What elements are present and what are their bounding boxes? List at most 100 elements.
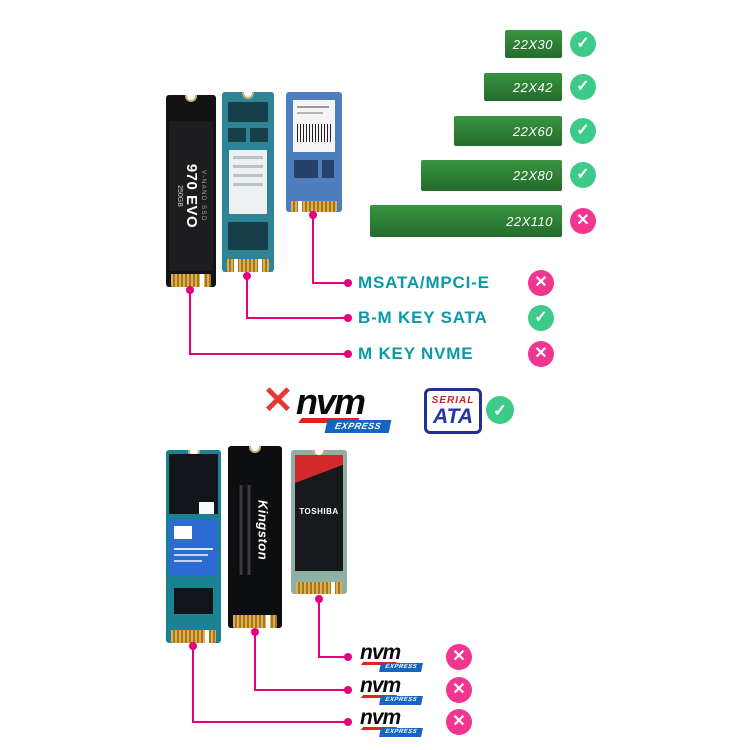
mount-notch — [242, 92, 254, 99]
barcode — [297, 124, 331, 142]
sata-logo-ata-text: ATA — [432, 405, 474, 428]
interface-label-msata: MSATA/MPCI-E — [358, 273, 490, 292]
b-key-notch — [234, 259, 238, 272]
edge-connector — [171, 630, 216, 643]
label-line — [174, 548, 213, 550]
check-icon: ✓ — [570, 118, 596, 144]
check-glyph: ✓ — [576, 166, 590, 183]
nvme-express-logo: nvm EXPRESS — [360, 675, 424, 705]
size-bar-22x42: 22X42 — [484, 73, 562, 101]
m-key-notch — [258, 259, 262, 272]
mount-notch — [185, 95, 197, 102]
connector-dot — [344, 653, 352, 661]
ssd-label-sticker — [229, 150, 267, 214]
cross-icon: ✕ — [570, 208, 596, 234]
label-line — [297, 106, 329, 108]
connector-line — [246, 276, 248, 318]
label-line — [297, 112, 323, 114]
ssd-model-text: 970 EVO — [183, 163, 200, 229]
chip — [228, 102, 268, 122]
ssd-brand-text: Kingston — [255, 499, 271, 560]
serial-ata-logo: SERIAL ATA — [424, 388, 482, 434]
size-bar-label: 22X110 — [506, 213, 553, 229]
chip — [294, 160, 318, 178]
ssd-toshiba: TOSHIBA — [291, 450, 347, 594]
chip — [228, 222, 268, 250]
m-key-notch — [200, 274, 204, 287]
cross-glyph: ✕ — [534, 274, 548, 291]
cross-glyph: ✕ — [534, 345, 548, 362]
connector-dot — [344, 279, 352, 287]
cross-glyph: ✕ — [452, 648, 466, 665]
cross-icon: ✕ — [446, 709, 472, 735]
chip — [174, 588, 213, 614]
cross-mark-icon: ✕ — [262, 380, 294, 422]
label-line — [174, 554, 208, 556]
check-icon: ✓ — [570, 74, 596, 100]
check-glyph: ✓ — [576, 78, 590, 95]
ssd-m2-sata-blue — [222, 92, 274, 272]
edge-connector — [227, 259, 269, 272]
check-glyph: ✓ — [534, 309, 548, 326]
ssd-series-text: V-NAND SSD — [200, 170, 206, 222]
connector-line — [254, 689, 348, 691]
m-key-notch — [331, 582, 335, 594]
nvme-express-logo: nvm EXPRESS — [360, 707, 424, 737]
nvme-logo-express-text: EXPRESS — [379, 663, 423, 672]
m-key-notch — [205, 630, 209, 643]
label-line — [233, 156, 263, 159]
size-bar-22x80: 22X80 — [421, 160, 562, 191]
connector-line — [192, 721, 348, 723]
nvme-express-logo: ✕ nvm EXPRESS — [262, 381, 412, 438]
connector-line — [312, 282, 348, 284]
size-bar-22x30: 22X30 — [505, 30, 562, 58]
cross-icon: ✕ — [446, 644, 472, 670]
cross-glyph: ✕ — [452, 713, 466, 730]
cross-glyph: ✕ — [576, 212, 590, 229]
ssd-capacity-text: 250GB — [176, 185, 183, 207]
nvme-logo-text: nvm — [296, 381, 366, 422]
sata-logo-serial-text: SERIAL — [431, 395, 475, 406]
check-icon: ✓ — [486, 396, 514, 424]
connector-line — [312, 215, 314, 283]
label-line — [233, 183, 263, 186]
label-line — [247, 484, 251, 575]
connector-line — [318, 599, 320, 657]
connector-dot — [344, 686, 352, 694]
cross-icon: ✕ — [528, 270, 554, 296]
check-icon: ✓ — [570, 31, 596, 57]
size-bar-22x110: 22X110 — [370, 205, 562, 237]
ssd-label-sticker: V-NAND SSD 970 EVO 250GB — [169, 121, 213, 271]
nvme-logo-express-text: EXPRESS — [324, 420, 392, 433]
ssd-label-sticker — [293, 100, 335, 152]
nvme-express-logo: nvm EXPRESS — [360, 642, 424, 672]
label-line — [233, 165, 263, 168]
ssd-msata — [286, 92, 342, 212]
edge-connector — [233, 615, 277, 628]
connector-dot — [344, 718, 352, 726]
size-bar-label: 22X30 — [512, 36, 553, 52]
size-bar-label: 22X80 — [512, 168, 553, 183]
check-glyph: ✓ — [492, 400, 508, 420]
ssd-nvme-blue-label — [166, 450, 221, 643]
nvme-logo-text: nvm — [360, 641, 401, 664]
connector-line — [318, 656, 348, 658]
interface-label-bm-key-sata: B-M KEY SATA — [358, 308, 488, 327]
connector-line — [192, 646, 194, 722]
connector-line — [246, 317, 348, 319]
check-glyph: ✓ — [576, 122, 590, 139]
size-bar-label: 22X60 — [512, 123, 553, 139]
connector-line — [254, 632, 256, 690]
label-logo-box — [174, 526, 192, 539]
label-line — [239, 484, 243, 575]
nvme-logo-express-text: EXPRESS — [379, 728, 423, 737]
size-bar-22x60: 22X60 — [454, 116, 562, 146]
nvme-logo-express-text: EXPRESS — [379, 696, 423, 705]
ssd-label-sticker — [169, 520, 218, 576]
m-key-notch — [266, 615, 270, 628]
label-sticker-small — [199, 502, 214, 514]
ssd-kingston: Kingston — [228, 446, 282, 628]
chip — [228, 128, 246, 142]
size-bar-label: 22X42 — [512, 79, 553, 95]
